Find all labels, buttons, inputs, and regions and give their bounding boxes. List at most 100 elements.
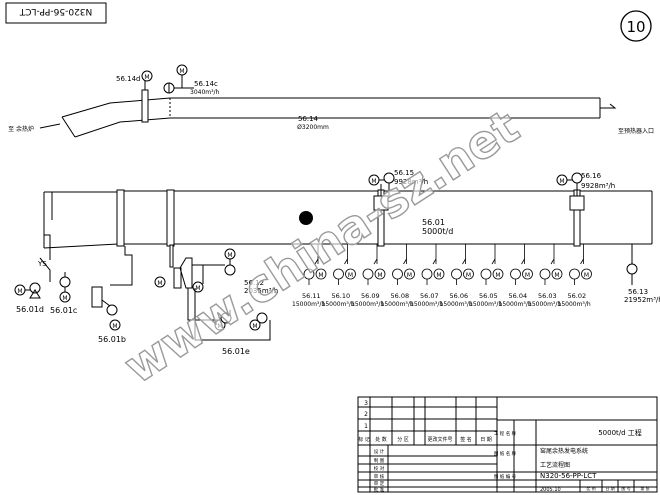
motor-icon — [581, 268, 592, 280]
motor-symbol: M — [407, 272, 412, 279]
motor-icon — [345, 268, 356, 280]
svg-text:M: M — [179, 68, 184, 75]
duct-fan-tag: 56.14c — [194, 80, 218, 88]
tire-fan-56-15 — [368, 172, 395, 196]
title-block-rev-headers: 标 记 处 数 分 区 更改文件号 签 名 日 期 — [358, 436, 492, 443]
svg-text:M: M — [252, 323, 257, 330]
svg-text:M: M — [371, 178, 376, 185]
cooling-fan-flow: 15000m³/h — [440, 301, 473, 308]
duct-fan-flow: 3040m³/h — [190, 89, 220, 96]
motor-symbol: M — [436, 272, 441, 279]
corner-drawing-number: N320-56-PP-LCT — [5, 2, 107, 24]
cooling-fan-tag: 56.08 — [391, 292, 410, 300]
motor-symbol: M — [584, 272, 589, 279]
svg-text:处 数: 处 数 — [375, 436, 387, 443]
duct-left-label: 至 余热炉 — [8, 125, 34, 133]
title-block-left-rows: 设 计 制 图 校 对 审 核 审 定 批 准 — [374, 448, 385, 493]
kiln-marker-dot — [299, 211, 313, 225]
fan-56-12-group — [154, 248, 271, 341]
motor-icon — [463, 268, 474, 280]
scale-label: 比 例 — [586, 485, 595, 491]
duct-size: Ø3200mm — [297, 124, 329, 131]
duct-fan-motor: M — [141, 70, 153, 82]
svg-text:批 准: 批 准 — [374, 486, 385, 493]
svg-text:M: M — [62, 295, 67, 302]
motor-symbol: M — [318, 272, 323, 279]
title-value-2: 工艺流程图 — [540, 461, 570, 469]
fan-icon — [569, 268, 580, 280]
motor-symbol: M — [495, 272, 500, 279]
duct-tag: 56.14 — [298, 115, 319, 123]
svg-text:M: M — [17, 288, 22, 295]
project-label: 工 程 名 称 — [494, 430, 517, 437]
svg-text:M: M — [144, 74, 149, 81]
cooling-fan-flow: 15000m³/h — [410, 301, 443, 308]
fan-icon — [451, 268, 462, 280]
ys-label: YS — [37, 260, 47, 268]
motor-icon — [433, 268, 445, 280]
motor-symbol: M — [554, 272, 559, 279]
svg-text:2: 2 — [364, 411, 368, 418]
cooling-fan-tag: 56.10 — [332, 292, 351, 300]
cooling-fan-tag: 56.06 — [450, 292, 469, 300]
cooling-fan-tag: 56.09 — [361, 292, 380, 300]
cooling-fan-flow: 15000m³/h — [292, 301, 325, 308]
sheet-number-text: 10 — [626, 18, 645, 36]
svg-text:签 名: 签 名 — [460, 436, 472, 443]
tire-fan-1-tag: 56.15 — [394, 169, 414, 177]
cooling-fan-flow: 15000m³/h — [322, 301, 355, 308]
fan-icon — [333, 268, 344, 280]
drawing-no-value: N320-56-PP-LCT — [540, 472, 597, 480]
motor-icon — [315, 268, 327, 280]
motor-icon — [492, 268, 504, 280]
kiln-capacity: 5000t/d — [422, 227, 453, 236]
motor-symbol: M — [525, 272, 530, 279]
fan-56-13-flow: 21952m³/h — [624, 296, 660, 304]
motor-icon — [374, 268, 386, 280]
svg-text:M: M — [559, 178, 564, 185]
title-block-rev-rows: 3 2 1 — [364, 400, 368, 430]
tire-fan-1-flow: 9928m³/h — [394, 178, 428, 186]
fan-icon — [480, 268, 492, 280]
fan-icon — [392, 268, 403, 280]
fan-icon — [362, 268, 374, 280]
cooling-fan-flow: 15000m³/h — [528, 301, 561, 308]
upper-duct — [39, 78, 617, 138]
fan-56-12-flow: 2035m³/h — [244, 287, 278, 295]
motor-icon — [551, 268, 563, 280]
motor-symbol: M — [348, 272, 353, 279]
cooling-fan-tag: 56.07 — [420, 292, 439, 300]
cooling-fan-tag: 56.02 — [568, 292, 587, 300]
tag-56-01d: 56.01d — [16, 305, 44, 314]
motor-symbol: M — [377, 272, 382, 279]
cooling-fan-flow: 15000m³/h — [351, 301, 384, 308]
date-label: 日 期 — [605, 485, 614, 491]
svg-text:分 区: 分 区 — [397, 436, 409, 443]
svg-text:1: 1 — [364, 423, 368, 430]
tag-56-01c: 56.01c — [50, 306, 77, 315]
svg-text:制 图: 制 图 — [374, 457, 385, 464]
motor-icon — [522, 268, 533, 280]
cooling-fans-row: M56.1115000m³/hM56.1015000m³/hM56.091500… — [292, 244, 592, 308]
tire-fan-2-tag: 56.16 — [581, 172, 602, 180]
svg-text:M: M — [227, 252, 232, 259]
svg-text:校 对: 校 对 — [374, 465, 385, 472]
cooling-fan-flow: 15000m³/h — [499, 301, 532, 308]
fan-56-13 — [626, 244, 638, 285]
title-block-fields: 工 程 名 称 5000t/d 工程 图 纸 名 称 窑尾余热发电系统 工艺流程… — [494, 428, 650, 493]
drawing-no-label: 图 纸 编 号 — [494, 473, 517, 480]
svg-text:M: M — [157, 280, 162, 287]
svg-text:更改文件号: 更改文件号 — [427, 436, 452, 443]
cooling-fan-flow: 15000m³/h — [558, 301, 591, 308]
fan-icon — [510, 268, 521, 280]
duct-fan-56-14c — [163, 64, 194, 94]
